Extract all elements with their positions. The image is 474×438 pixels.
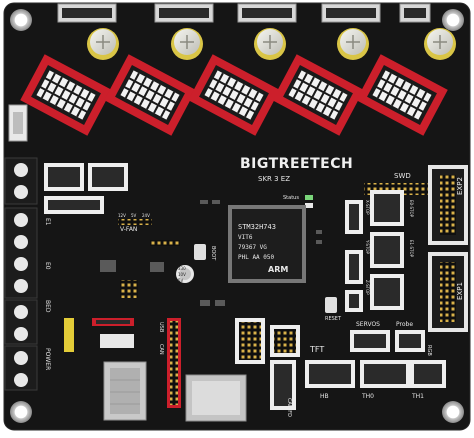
terminal-blocks	[4, 157, 38, 391]
mcu-line-2: VIT6	[238, 234, 253, 241]
heater-label-bed: BED	[44, 300, 51, 313]
vfan-24v: 24V	[142, 213, 150, 218]
heater-label-e0: E0	[44, 262, 51, 270]
mcu-logo: ARM	[268, 265, 288, 274]
mcu-chip	[228, 205, 306, 283]
th1-label: TH1	[411, 393, 424, 400]
th0-label: TH0	[361, 393, 374, 400]
status-label: Status	[283, 195, 299, 201]
can-label: CAN	[158, 344, 164, 355]
lower-center-headers	[235, 318, 446, 410]
cap-value-1: 330	[178, 266, 186, 271]
usb-label: USB	[158, 322, 164, 333]
driver-slot-4	[272, 54, 364, 136]
fan-headers	[44, 163, 128, 214]
capacitors	[87, 28, 456, 60]
brand-text: BIGTREETECH	[240, 156, 353, 172]
stop-e1: E1-STOP	[409, 240, 414, 258]
sd-card-slot	[185, 374, 247, 422]
hb-label: HB	[320, 393, 329, 400]
mount-hole	[442, 401, 464, 423]
reset-button	[325, 297, 337, 313]
mount-hole	[442, 9, 464, 31]
servos-label: SERVOS	[356, 321, 380, 328]
reset-label: RESET	[325, 316, 342, 322]
stop-e0: E0-STOP	[409, 200, 414, 218]
probe-label: Probe	[396, 321, 413, 328]
mount-hole	[10, 401, 32, 423]
heater-label-e1: E1	[44, 218, 51, 226]
driver-slot-2	[104, 54, 196, 136]
mcu-line-3: 79367 VG	[238, 244, 267, 251]
fuse	[64, 318, 74, 352]
canfd-label: CAN FD	[286, 398, 292, 417]
swd-label: SWD	[394, 172, 411, 180]
tft-label: TFT	[309, 345, 324, 354]
exp1-header	[428, 252, 468, 332]
stop-x: X-STOP	[365, 200, 370, 215]
driver-slot-5	[356, 54, 448, 136]
vfan-label: V-FAN	[120, 226, 137, 233]
power-label: POWER	[44, 348, 51, 370]
usb-connector	[103, 361, 147, 421]
driver-slot-1	[20, 54, 112, 136]
boot-button	[194, 244, 206, 260]
rgb-label: RGB	[426, 345, 432, 356]
exp2-label: EXP2	[456, 177, 464, 195]
stop-y: Y-STOP	[365, 239, 370, 255]
cap-value-2: 10V	[178, 272, 186, 277]
stop-z: Z-STOP	[365, 280, 370, 295]
mount-hole	[10, 9, 32, 31]
vfan-12v: 12V	[118, 213, 126, 218]
boot-label: BOOT	[210, 246, 216, 261]
top-connectors	[57, 3, 431, 23]
driver-slot-3	[188, 54, 280, 136]
vfan-5v: 5V	[131, 213, 137, 218]
model-text: SKR 3 EZ	[258, 175, 290, 183]
mcu-line-4: PHL AA 050	[238, 254, 275, 261]
exp2-header	[428, 165, 468, 245]
endstop-headers	[345, 190, 404, 312]
mcu-line-1: STM32H743	[238, 223, 276, 231]
exp1-label: EXP1	[456, 282, 464, 300]
cap-value-3: 5V	[178, 278, 184, 283]
